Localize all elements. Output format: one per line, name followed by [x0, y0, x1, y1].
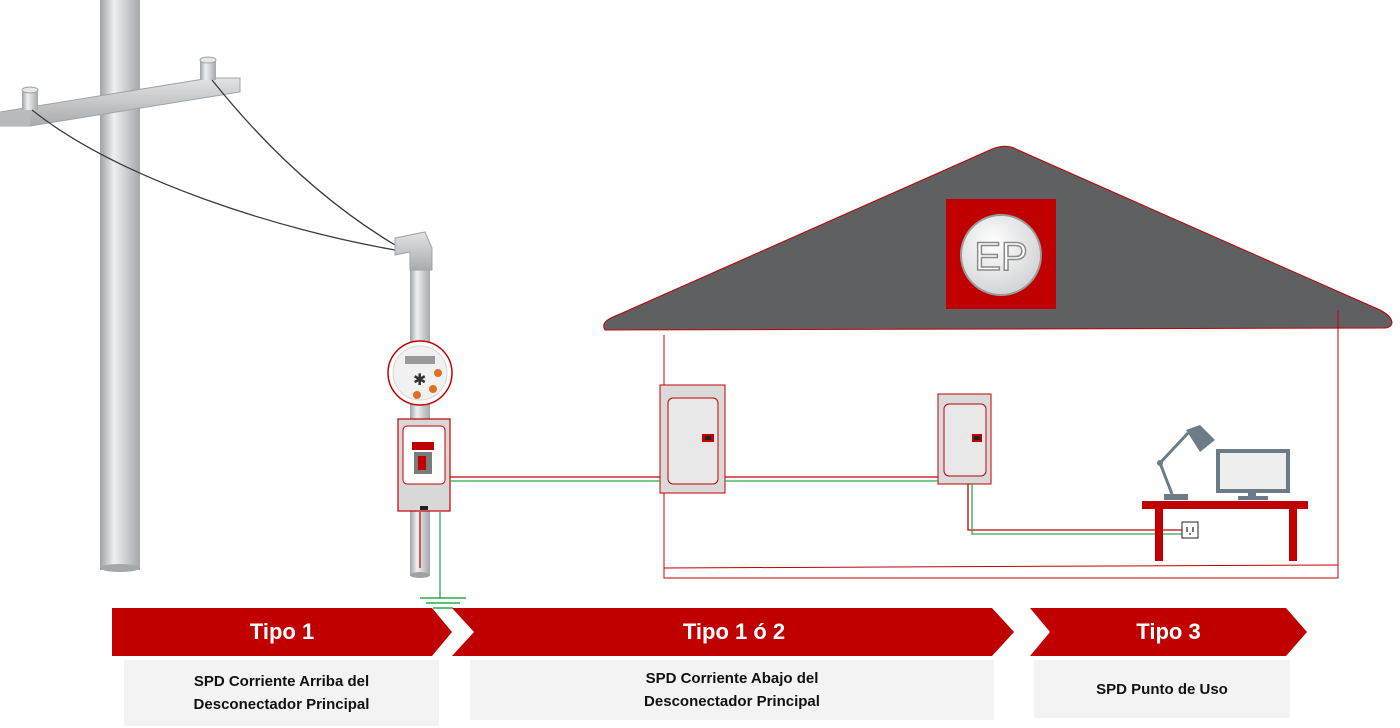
sub-panel-icon [937, 393, 992, 485]
wiring [419, 476, 1339, 598]
tipo-1-label: Tipo 1 [249, 619, 315, 644]
ep-logo: EP [946, 199, 1056, 309]
computer-monitor-icon [1216, 449, 1290, 500]
tipo-1-o-2-desc-line-2: Desconectador Principal [644, 693, 820, 710]
ground-symbol-icon [420, 597, 466, 609]
electric-meter-icon: ✱ [387, 340, 453, 406]
tipo-1-desc-line-2: Desconectador Principal [193, 696, 370, 713]
tipo-3-arrow [1030, 608, 1307, 656]
tipo-1-description: SPD Corriente Arriba del Desconectador P… [124, 660, 439, 726]
wall-outlet-icon [1181, 521, 1199, 539]
tipo-1-o-2-description: SPD Corriente Abajo del Desconectador Pr… [470, 660, 994, 720]
svg-text:✱: ✱ [413, 370, 426, 389]
tipo-1-o-2-desc-line-1: SPD Corriente Abajo del [645, 670, 819, 687]
tipo-1-o-2-label: Tipo 1 ó 2 [682, 619, 786, 644]
desk-icon [1142, 501, 1308, 561]
desk-lamp-icon [1157, 425, 1215, 500]
tipo-1-desc-line-1: SPD Corriente Arriba del [193, 673, 370, 690]
tipo-3-label: Tipo 3 [1136, 619, 1201, 644]
tipo-1-arrow [112, 608, 452, 656]
utility-pole-icon [0, 0, 396, 572]
tipo-3-description: SPD Punto de Uso [1034, 660, 1290, 718]
load-panel-icon [659, 384, 726, 494]
tipo-3-desc-line-1: SPD Punto de Uso [1096, 680, 1228, 698]
main-disconnect-icon [397, 418, 451, 512]
tipo-1-o-2-arrow [452, 608, 1014, 656]
logo-text: EP [974, 235, 1027, 279]
